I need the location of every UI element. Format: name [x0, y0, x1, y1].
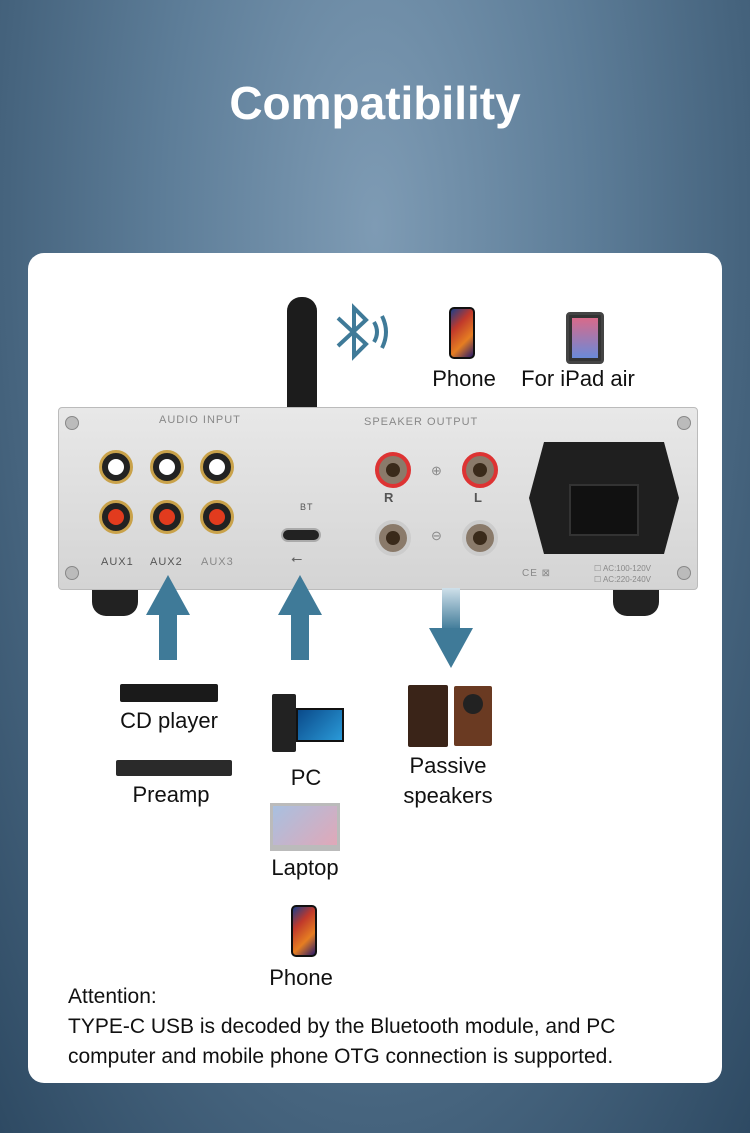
right-channel-label: R — [384, 490, 394, 505]
power-inlet[interactable] — [529, 442, 679, 554]
rca-jack-white[interactable] — [99, 450, 133, 484]
speaker-icon — [454, 686, 492, 746]
pc-label: PC — [290, 765, 322, 790]
arrow-down-icon — [429, 628, 473, 668]
usb-c-port[interactable] — [281, 528, 321, 542]
usb-phone-label: Phone — [269, 965, 333, 990]
amplifier-rear-panel: AUDIO INPUT SPEAKER OUTPUT AUX1 AUX2 AUX… — [58, 407, 698, 590]
arrow-shaft — [159, 614, 177, 660]
binding-post-left-positive[interactable] — [462, 452, 498, 488]
screw — [65, 566, 79, 580]
negative-symbol: ⊖ — [431, 528, 443, 543]
attention-text: TYPE-C USB is decoded by the Bluetooth m… — [68, 1015, 616, 1068]
amplifier-foot — [613, 590, 659, 616]
rca-jack-red[interactable] — [99, 500, 133, 534]
bt-label: BT — [300, 502, 314, 512]
screw — [65, 416, 79, 430]
rca-jack-red[interactable] — [150, 500, 184, 534]
ac-voltage-1: ☐ AC:100-120V — [594, 564, 651, 573]
ce-mark: CE ⊠ — [522, 568, 552, 579]
tablet-icon — [566, 312, 604, 364]
usb-icon: ⭠ — [291, 550, 303, 566]
aux2-label: AUX2 — [150, 556, 183, 568]
audio-input-label: AUDIO INPUT — [159, 414, 241, 426]
laptop-icon — [270, 803, 340, 851]
ac-voltage-2: ☐ AC:220-240V — [594, 575, 651, 584]
binding-post-left-negative[interactable] — [462, 520, 498, 556]
attention-note: Attention: TYPE-C USB is decoded by the … — [68, 982, 708, 1072]
cd-player-label: CD player — [120, 708, 218, 733]
screw — [677, 566, 691, 580]
aux1-label: AUX1 — [101, 556, 134, 568]
screw — [677, 416, 691, 430]
speaker-output-label: SPEAKER OUTPUT — [364, 416, 479, 428]
rca-jack-red[interactable] — [200, 500, 234, 534]
binding-post-right-negative[interactable] — [375, 520, 411, 556]
monitor-icon — [296, 708, 344, 742]
pc-tower-icon — [272, 694, 296, 752]
positive-symbol: ⊕ — [431, 463, 443, 478]
arrow-up-icon — [278, 575, 322, 615]
preamp-icon — [116, 760, 232, 776]
phone-icon — [449, 307, 475, 359]
phone-icon — [291, 905, 317, 957]
passive-speakers-label-line1: Passive — [409, 753, 487, 778]
preamp-label: Preamp — [132, 782, 210, 807]
page-title: Compatibility — [229, 77, 521, 129]
top-device-ipad-label: For iPad air — [521, 366, 635, 391]
attention-heading: Attention: — [68, 985, 157, 1008]
aux3-label: AUX3 — [201, 556, 234, 568]
content-card — [28, 253, 722, 1083]
arrow-shaft — [291, 614, 309, 660]
binding-post-right-positive[interactable] — [375, 452, 411, 488]
rca-jack-white[interactable] — [150, 450, 184, 484]
cd-player-icon — [120, 684, 218, 702]
left-channel-label: L — [474, 490, 482, 505]
arrow-shaft — [442, 588, 460, 630]
laptop-label: Laptop — [271, 855, 339, 880]
bluetooth-icon — [336, 303, 388, 361]
arrow-up-icon — [146, 575, 190, 615]
amplifier-foot — [92, 590, 138, 616]
passive-speakers-label-line2: speakers — [403, 783, 493, 808]
speaker-icon — [408, 685, 448, 747]
rca-jack-white[interactable] — [200, 450, 234, 484]
top-device-phone-label: Phone — [432, 366, 496, 391]
